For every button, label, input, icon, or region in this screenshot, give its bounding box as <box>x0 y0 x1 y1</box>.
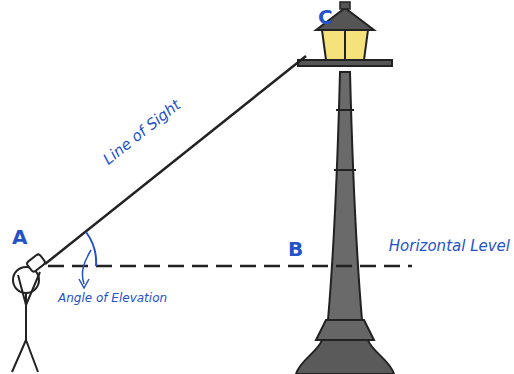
lamp-cap <box>340 2 350 9</box>
horizontal-level-line <box>48 265 412 268</box>
level-label: Horizontal Level <box>389 238 510 255</box>
point-label: C <box>318 6 333 28</box>
point-label: B <box>288 238 303 260</box>
binoculars <box>26 253 46 272</box>
line-label: Line of Sight <box>100 96 184 167</box>
post-rings <box>334 110 356 170</box>
post-shaft <box>328 72 362 320</box>
person-body <box>12 272 40 372</box>
point-label: A <box>12 226 27 248</box>
angle-label: Angle of Elevation <box>58 292 167 305</box>
line-of-sight <box>45 56 306 264</box>
post-base <box>296 340 394 374</box>
lamp-glass <box>322 30 368 60</box>
angle-pointer-head <box>79 279 89 288</box>
post-plinth <box>316 320 374 340</box>
angle-pointer <box>82 250 91 284</box>
lamp-frame <box>344 30 346 60</box>
angle-arc <box>86 232 96 266</box>
